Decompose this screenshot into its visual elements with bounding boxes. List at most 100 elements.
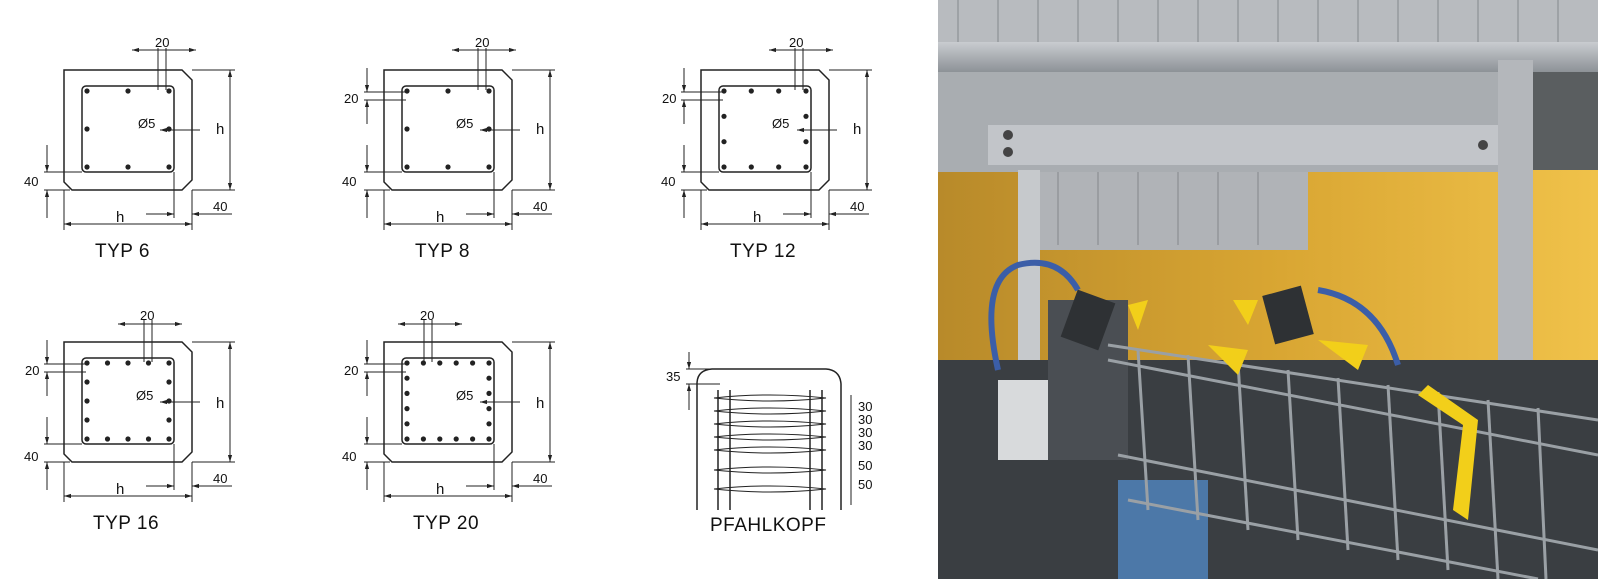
dim-cover-bottom: 40 [533, 199, 547, 214]
dim-h-bottom: h [436, 209, 444, 226]
rebar-dot [84, 126, 90, 132]
rebar-dot [748, 88, 754, 94]
rebar-dot [166, 417, 172, 423]
spacing-label: 50 [858, 477, 872, 492]
rebar-dot [166, 360, 172, 366]
stirrup [401, 85, 495, 173]
concrete-outline [383, 341, 513, 463]
rebar-dot [486, 436, 492, 442]
factory-photo [938, 0, 1598, 579]
rebar-set [84, 360, 172, 442]
rebar-dot [437, 436, 443, 442]
rebar-dot [404, 406, 410, 412]
rebar-dot [404, 164, 410, 170]
dim-cover-bottom: 40 [213, 471, 227, 486]
rebar-dot [145, 360, 152, 366]
rebar-dot [166, 88, 172, 94]
dim-h-bottom: h [753, 209, 761, 226]
pile-head-drawing: 35 30 30 30 30 50 50 PFAHLKOPF [666, 352, 872, 536]
rebar-dot [166, 436, 172, 442]
spiral-turn [713, 466, 827, 474]
rebar-dot [125, 360, 131, 366]
rebar-dot [486, 126, 492, 132]
dim-cover-left: 40 [24, 449, 38, 464]
rebar-dot [721, 139, 727, 145]
rebar-dot [145, 436, 152, 442]
rebar-dot [486, 406, 492, 412]
spacing-label: 30 [858, 399, 872, 414]
dim-bar: Ø5 [138, 116, 155, 131]
spiral-turn [713, 420, 827, 428]
spacing-label: 30 [858, 438, 872, 453]
dim-side-left: 20 [662, 91, 676, 106]
rebar-dot [437, 360, 443, 366]
dim-cover-bottom: 40 [850, 199, 864, 214]
rebar-dot [84, 88, 90, 94]
dim-bar: Ø5 [772, 116, 789, 131]
rebar-dot [486, 375, 492, 381]
dim-h-right: h [853, 121, 861, 138]
dim-cover-bottom: 40 [213, 199, 227, 214]
rebar-dot [486, 360, 492, 366]
dim-h-right: h [216, 395, 224, 412]
rebar-dot [84, 436, 90, 442]
dim-h-right: h [536, 395, 544, 412]
rebar-dot [748, 164, 754, 170]
spacing-label: 50 [858, 458, 872, 473]
dim-bar: Ø5 [136, 388, 153, 403]
rebar-dot [125, 436, 131, 442]
welding-machine-image [938, 0, 1598, 579]
rebar-dot [84, 398, 90, 404]
rebar-dot [104, 436, 111, 442]
dim-top: 20 [475, 35, 489, 50]
rebar-dot [470, 360, 476, 366]
rebar-dot [404, 126, 410, 132]
dim-cover-left: 40 [342, 174, 356, 189]
rebar-dot [721, 164, 727, 170]
dim-cover-bottom: 40 [533, 471, 547, 486]
rebar-dot [104, 360, 111, 366]
rebar-dot [721, 88, 727, 94]
stirrup [81, 85, 175, 173]
rebar-dot [166, 379, 172, 385]
section-typ8: 20 20 Ø5 h 40 h 40 TYP 8 [342, 35, 555, 262]
pile-head-caption: PFAHLKOPF [710, 515, 826, 536]
dim-h-bottom: h [116, 209, 124, 226]
section-caption: TYP 6 [95, 241, 150, 262]
concrete-outline [700, 69, 830, 191]
rebar-dot [404, 421, 410, 427]
rebar-dot [445, 88, 451, 94]
spiral-turn [713, 433, 827, 441]
rebar-dot [404, 375, 410, 381]
dim-top: 20 [789, 35, 803, 50]
rebar-set [84, 88, 172, 170]
rebar-dot [125, 88, 131, 94]
dim-cover-left: 40 [661, 174, 675, 189]
rebar-dot [404, 88, 410, 94]
rebar-dot [803, 164, 809, 170]
reinforcement-drawing: 20 Ø5 h 40 h 40 TYP 6 20 [24, 35, 872, 536]
rebar-dot [166, 126, 172, 132]
stirrup [718, 85, 812, 173]
spacing-labels: 30 30 30 30 50 50 [858, 399, 872, 492]
dim-h-right: h [536, 121, 544, 138]
dim-top: 20 [140, 308, 154, 323]
rebar-dot [453, 360, 459, 366]
pile-dim-top: 35 [666, 369, 680, 384]
rebar-dot [84, 164, 90, 170]
concrete-outline [63, 69, 193, 191]
section-caption: TYP 16 [93, 513, 159, 534]
rebar-dot [721, 113, 727, 119]
dim-side-left: 20 [344, 363, 358, 378]
spiral-turn [713, 394, 827, 402]
rebar-dot [404, 390, 410, 396]
section-caption: TYP 20 [413, 513, 479, 534]
rebar-dot [453, 436, 459, 442]
dim-h-bottom: h [436, 481, 444, 498]
spiral-turns [713, 394, 827, 493]
rebar-dot [776, 88, 782, 94]
dim-cover-left: 40 [24, 174, 38, 189]
concrete-outline [383, 69, 513, 191]
section-typ16: 20 20 Ø5 h 40 h 40 TYP 16 [24, 308, 235, 534]
dim-h-right: h [216, 121, 224, 138]
